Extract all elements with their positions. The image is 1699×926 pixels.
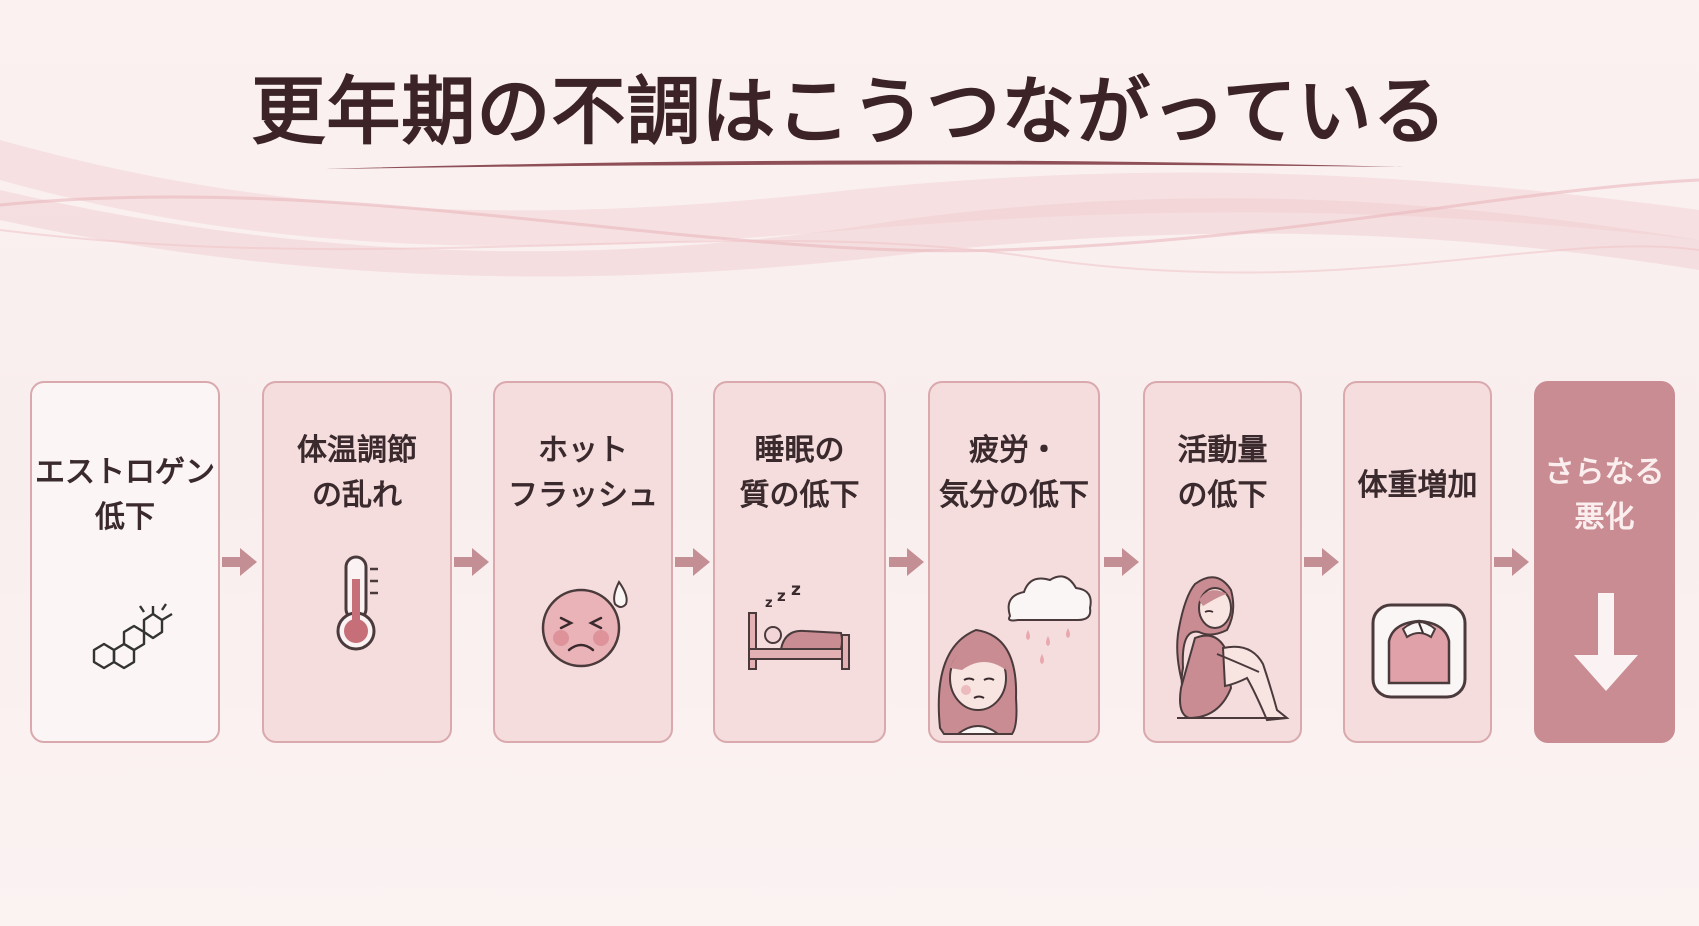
step-label: エストロゲン 低下 [35,455,215,535]
thermometer-icon [336,555,378,651]
flow-arrow [1104,548,1139,576]
step-label: 体重増加 [1357,468,1478,503]
step-label: 睡眠の 質の低下 [739,433,860,513]
flow-arrow [222,548,257,576]
flow-arrow [1494,548,1529,576]
step-card-activity-decline: 活動量 の低下 [1143,381,1302,743]
weight-scale-icon [1371,603,1467,699]
flow-arrow [889,548,924,576]
step-label: 活動量 の低下 [1177,433,1268,513]
sitting-woman-icon [1176,576,1290,722]
step-label: ホット フラッシュ [508,433,658,513]
sad-woman-rain-cloud-icon [937,575,1092,735]
svg-text:z: z [765,596,773,611]
steroid-molecule-icon [92,603,173,670]
page-title: 更年期の不調はこうつながっている [251,69,1448,155]
title-underline [325,160,1405,169]
flow-arrow [675,548,710,576]
down-arrow-icon [1574,593,1638,691]
step-card-fatigue-mood: 疲労・ 気分の低下 [928,381,1100,743]
flushed-sweating-face-icon [541,580,628,668]
flow-arrow [454,548,489,576]
svg-text:z: z [777,587,786,605]
step-card-sleep-quality: 睡眠の 質の低下 z z z [713,381,886,743]
step-card-further-worsening: さらなる 悪化 [1534,381,1675,743]
step-card-thermoregulation: 体温調節 の乱れ [262,381,452,743]
step-card-estrogen-decline: エストロゲン 低下 [30,381,220,743]
flow-arrow [1304,548,1339,576]
svg-text:z: z [791,583,801,600]
step-label: 疲労・ 気分の低下 [939,433,1089,513]
step-card-weight-gain: 体重増加 [1343,381,1492,743]
sleeping-in-bed-icon: z z z [748,583,850,670]
decorative-waves [0,140,1699,277]
step-card-hot-flash: ホット フラッシュ [493,381,673,743]
step-label: さらなる 悪化 [1544,455,1665,535]
step-label: 体温調節 の乱れ [297,433,417,513]
